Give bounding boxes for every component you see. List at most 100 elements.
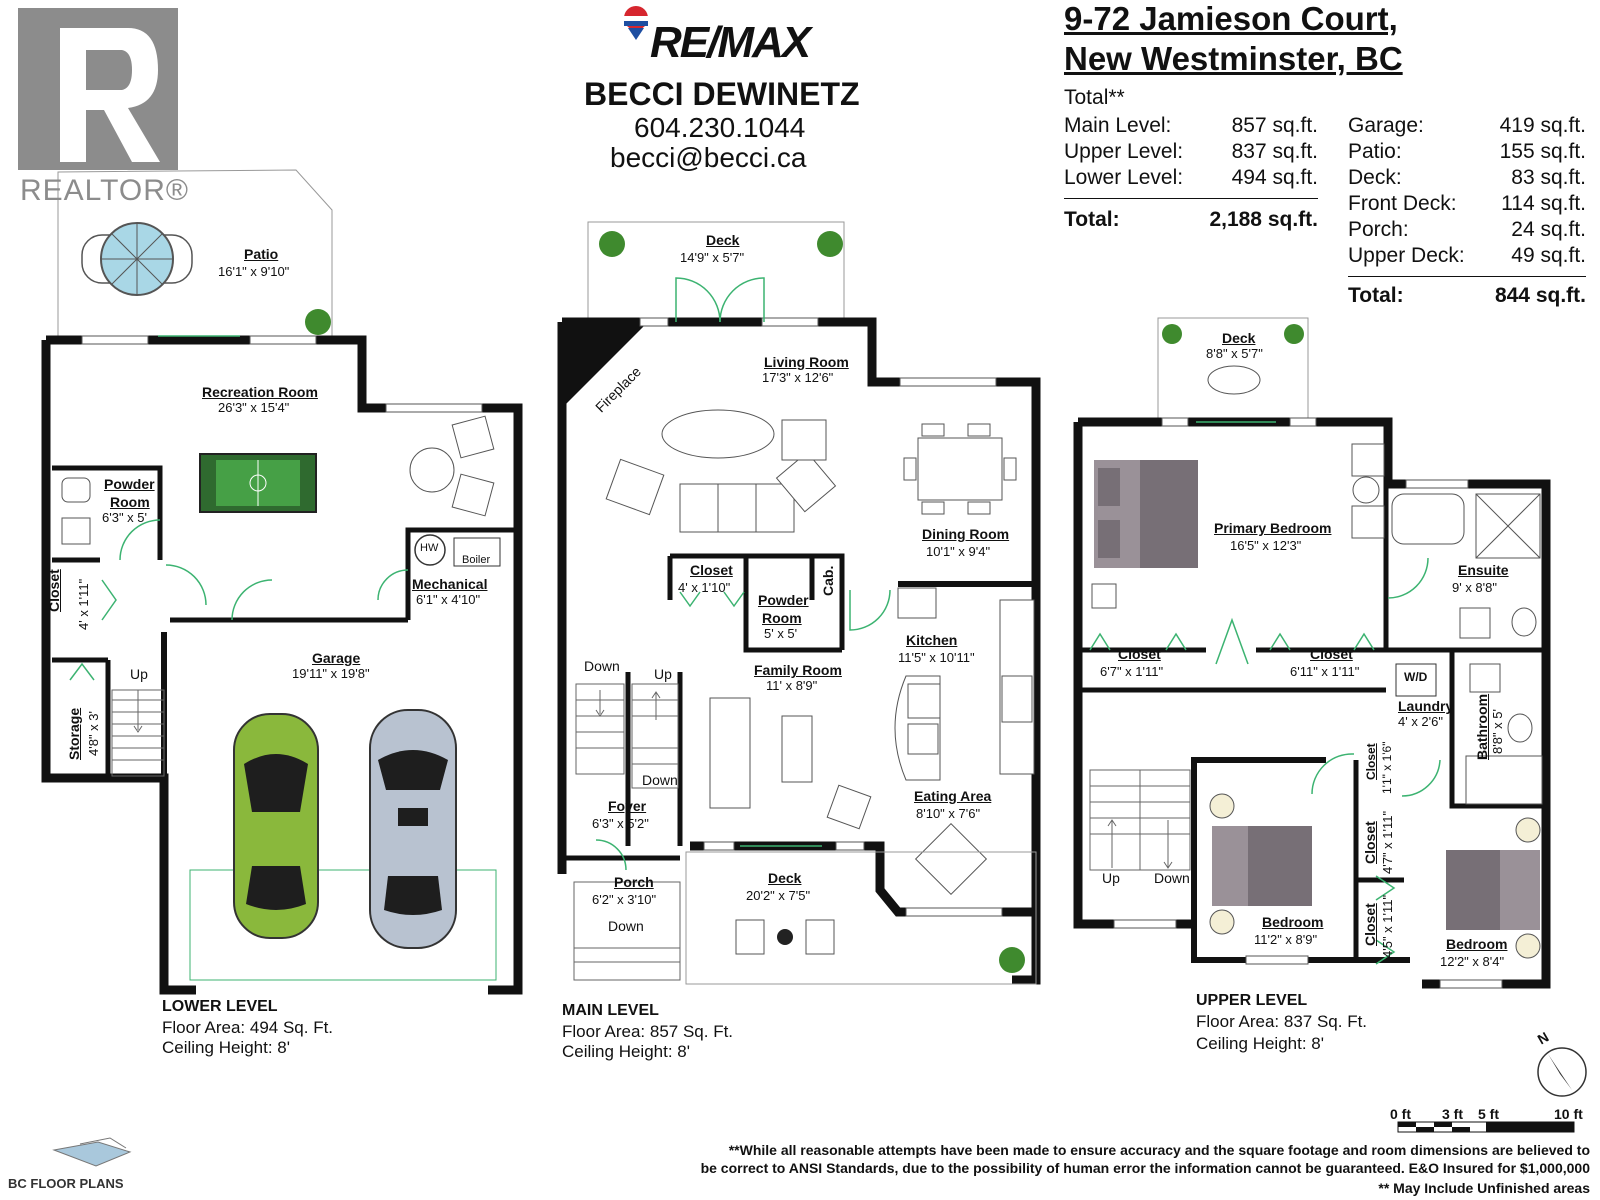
room-deck-main-bottom-name: Deck xyxy=(768,870,802,886)
summary-right-row: Porch:24 sq.ft. xyxy=(1348,218,1586,244)
room-powder-lower-name2: Room xyxy=(110,494,150,510)
room-garage-name: Garage xyxy=(312,650,361,666)
room-storage-name: Storage xyxy=(66,707,82,760)
room-closet-lower-dim: 4' x 1'11" xyxy=(76,578,91,630)
room-living-name: Living Room xyxy=(764,354,849,370)
main-interior-walls xyxy=(562,553,1036,861)
realtor-logo xyxy=(18,8,178,170)
green-car xyxy=(233,713,319,939)
remax-balloon-icon xyxy=(624,6,648,40)
room-recreation-name: Recreation Room xyxy=(202,384,318,400)
room-family-name: Family Room xyxy=(754,662,842,678)
patio-outline xyxy=(57,169,333,341)
summary-right-label: Deck: xyxy=(1348,166,1402,189)
disclaimer-line3: ** May Include Unfinished areas xyxy=(1378,1180,1590,1196)
room-family-dim: 11' x 8'9" xyxy=(766,678,818,693)
summary-left-total-value: 2,188 sq.ft. xyxy=(1209,208,1318,231)
room-bedroom2-name: Bedroom xyxy=(1446,936,1508,952)
room-closet-up2-name: Closet xyxy=(1310,646,1353,662)
summary-right-row: Patio:155 sq.ft. xyxy=(1348,140,1586,166)
summary-left-total-label: Total: xyxy=(1064,208,1120,231)
room-powder-main-dim: 5' x 5' xyxy=(764,626,798,641)
agent-email[interactable]: becci@becci.ca xyxy=(610,142,807,173)
room-eating-name: Eating Area xyxy=(914,788,992,804)
upper-stairs-up: Up xyxy=(1102,870,1120,886)
room-closet-up4-dim: 4'7" x 1'11" xyxy=(1380,810,1395,874)
summary-right-value: 419 sq.ft. xyxy=(1499,114,1586,137)
porch-stairs-down: Down xyxy=(608,918,644,934)
summary-right-row: Garage: 419 sq.ft. xyxy=(1348,114,1586,140)
room-storage-dim: 4'8" x 3' xyxy=(86,711,101,756)
scale-tick-3: 3 ft xyxy=(1442,1106,1463,1122)
upper-interior-walls xyxy=(1082,484,1546,960)
room-kitchen-name: Kitchen xyxy=(906,632,958,648)
summary-right-value: 49 sq.ft. xyxy=(1511,244,1586,267)
room-recreation-dim: 26'3" x 15'4" xyxy=(218,400,290,415)
room-ensuite-name: Ensuite xyxy=(1458,562,1509,578)
main-level-title: MAIN LEVEL xyxy=(562,1002,659,1019)
patio-table xyxy=(81,222,193,296)
summary-right-row: Front Deck:114 sq.ft. xyxy=(1348,192,1586,218)
summary-right-value: 114 sq.ft. xyxy=(1501,192,1586,215)
bc-floorplans-text: BC FLOOR PLANS xyxy=(8,1176,124,1191)
agent-phone[interactable]: 604.230.1044 xyxy=(634,112,806,143)
summary-left-row: Lower Level:494 sq.ft. xyxy=(1064,166,1318,192)
summary-right-row: Deck:83 sq.ft. xyxy=(1348,166,1586,192)
main-level-ceiling: Ceiling Height: 8' xyxy=(562,1042,690,1061)
room-closet-up1-name: Closet xyxy=(1118,646,1161,662)
scale-bar xyxy=(1397,1121,1575,1133)
lower-level-ceiling: Ceiling Height: 8' xyxy=(162,1038,290,1057)
garage-apron xyxy=(189,869,497,981)
realtor-logo-text: REALTOR® xyxy=(20,174,190,207)
summary-right-row: Upper Deck:49 sq.ft. xyxy=(1348,244,1586,270)
summary-right-label: Porch: xyxy=(1348,218,1409,241)
cab-label: Cab. xyxy=(820,565,836,596)
silver-car xyxy=(369,709,457,949)
upper-level-area: Floor Area: 837 Sq. Ft. xyxy=(1196,1012,1368,1031)
summary-total-heading: Total** xyxy=(1064,86,1125,109)
room-closet-up3-dim: 1'1" x 1'6" xyxy=(1380,741,1394,794)
scale-tick-10: 10 ft xyxy=(1554,1106,1583,1122)
room-laundry-name: Laundry xyxy=(1398,698,1454,714)
summary-right-list: Garage: 419 sq.ft. Patio:155 sq.ft.Deck:83… xyxy=(1348,114,1586,270)
main-stairs-down: Down xyxy=(584,658,620,674)
room-closet-up3-name: Closet xyxy=(1364,743,1378,780)
room-patio-dim: 16'1" x 9'10" xyxy=(218,264,290,279)
summary-left-value: 837 sq.ft. xyxy=(1231,140,1318,163)
summary-left-row: Upper Level:837 sq.ft. xyxy=(1064,140,1318,166)
room-closet-up5-dim: 4'5" x 1'11" xyxy=(1380,894,1395,958)
summary-left-value: 857 sq.ft. xyxy=(1231,114,1318,137)
room-deck-upper-dim: 8'8" x 5'7" xyxy=(1206,346,1263,361)
summary-right-total-value: 844 sq.ft. xyxy=(1494,284,1586,307)
room-bedroom2-dim: 12'2" x 8'4" xyxy=(1440,954,1505,969)
room-primary-name: Primary Bedroom xyxy=(1214,520,1332,536)
summary-right-label: Garage: xyxy=(1348,114,1424,137)
room-foyer-name: Foyer xyxy=(608,798,647,814)
summary-right-divider xyxy=(1348,276,1586,277)
lower-level-interior-walls xyxy=(52,465,163,778)
room-closet-up2-dim: 6'11" x 1'11" xyxy=(1290,664,1360,679)
summary-left-row: Main Level: 857 sq.ft. xyxy=(1064,114,1318,140)
room-ensuite-dim: 9' x 8'8" xyxy=(1452,580,1497,595)
scale-tick-5: 5 ft xyxy=(1478,1106,1499,1122)
remax-logo-text: RE/MAX xyxy=(650,18,811,67)
room-garage-dim: 19'11" x 19'8" xyxy=(292,666,370,681)
main-level-area: Floor Area: 857 Sq. Ft. xyxy=(562,1022,734,1041)
room-dining-dim: 10'1" x 9'4" xyxy=(926,544,991,559)
eating-table xyxy=(914,822,988,896)
address-line2: New Westminster, BC xyxy=(1064,40,1403,77)
plant-icon xyxy=(305,309,331,335)
room-deck-upper-name: Deck xyxy=(1222,330,1256,346)
upper-stairs xyxy=(1089,769,1191,871)
room-dining-name: Dining Room xyxy=(922,526,1010,542)
main-stairs-up: Up xyxy=(654,666,672,682)
room-mechanical-name: Mechanical xyxy=(412,576,488,592)
lower-level-area: Floor Area: 494 Sq. Ft. xyxy=(162,1018,334,1037)
wd-label: W/D xyxy=(1404,670,1428,684)
room-deck-main-top-name: Deck xyxy=(706,232,740,248)
foosball-table xyxy=(199,453,317,513)
summary-left-label: Main Level: xyxy=(1064,114,1172,137)
address-line1: 9-72 Jamieson Court, xyxy=(1064,0,1398,37)
room-bathroom-dim: 8'8" x 5' xyxy=(1490,709,1505,754)
room-deck-main-top-dim: 14'9" x 5'7" xyxy=(680,250,745,265)
